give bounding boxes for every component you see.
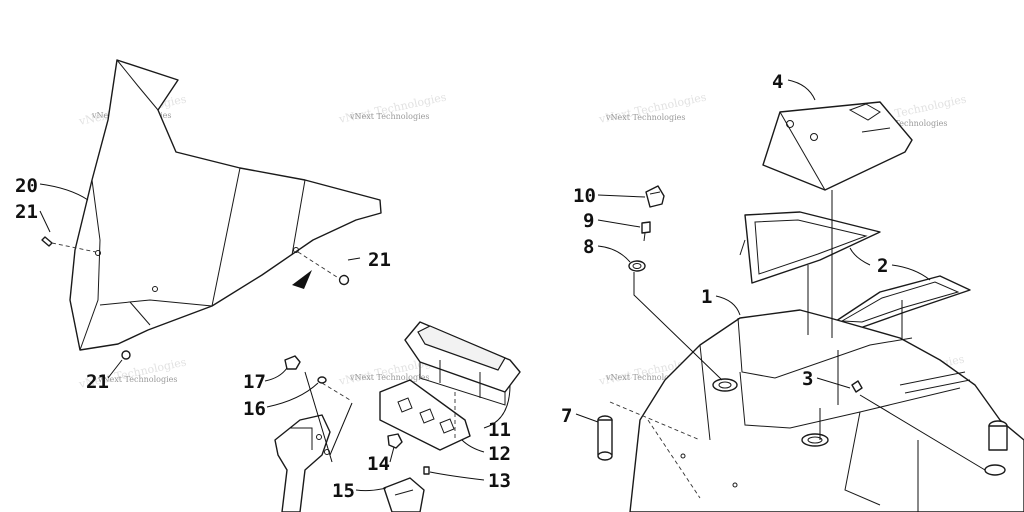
gauge-mount-plate [379, 379, 471, 451]
ignition-nut-8 [628, 260, 646, 272]
callout-15: 15 [332, 480, 355, 502]
ignition-key-9 [641, 221, 651, 242]
grille-panel-upper [739, 211, 881, 284]
callout-14: 14 [367, 453, 390, 475]
callout-leaders [39, 79, 931, 492]
accessory-plug-part [984, 420, 1008, 476]
svg-text:vNext Technologies: vNext Technologies [605, 373, 685, 382]
callout-21-bottom: 21 [86, 371, 109, 393]
callout-labels: 20 21 21 21 17 16 14 15 11 12 13 10 9 8 … [15, 71, 888, 502]
hood-console-1 [629, 309, 1024, 512]
callout-11: 11 [488, 419, 511, 441]
grille-panel-lower [829, 275, 971, 329]
callout-21-left: 21 [15, 201, 38, 223]
windshield-part [69, 59, 382, 351]
screw-14 [387, 433, 403, 449]
svg-text:vNext Technologies: vNext Technologies [97, 375, 177, 384]
washer-16 [317, 376, 351, 401]
watermark-2: vNext Technologies vNext Technologies [337, 90, 448, 126]
callout-16: 16 [243, 398, 266, 420]
speedometer-gauge [404, 321, 521, 406]
callout-7: 7 [561, 405, 572, 427]
screw-21-right [297, 251, 350, 286]
ignition-switch-7 [597, 415, 613, 461]
callout-2: 2 [877, 255, 888, 277]
callout-21-right: 21 [368, 249, 391, 271]
callout-10: 10 [573, 185, 596, 207]
callout-3: 3 [802, 368, 813, 390]
nut-17 [284, 355, 301, 370]
svg-text:vNext Technologies: vNext Technologies [605, 113, 685, 122]
assembly-lines [304, 190, 986, 512]
callout-20: 20 [15, 175, 38, 197]
svg-text:vNext Technologies: vNext Technologies [867, 119, 947, 128]
watermark-3: vNext Technologies vNext Technologies [597, 90, 708, 126]
screw-3 [851, 380, 863, 393]
bracket-part [274, 414, 425, 512]
screw-21-left [41, 236, 97, 253]
callout-8: 8 [583, 236, 594, 258]
screw-13 [423, 466, 430, 475]
direction-arrow [292, 270, 312, 289]
callout-12: 12 [488, 443, 511, 465]
screw-21-bottom [121, 350, 131, 360]
svg-text:vNext Technologies: vNext Technologies [349, 373, 429, 382]
console-cover-4 [762, 101, 913, 191]
callout-17: 17 [243, 371, 266, 393]
callout-9: 9 [583, 210, 594, 232]
callout-1: 1 [701, 286, 712, 308]
svg-text:vNext Technologies: vNext Technologies [349, 112, 429, 121]
callout-4: 4 [772, 71, 783, 93]
callout-13: 13 [488, 470, 511, 492]
ignition-cap-10 [645, 185, 665, 208]
